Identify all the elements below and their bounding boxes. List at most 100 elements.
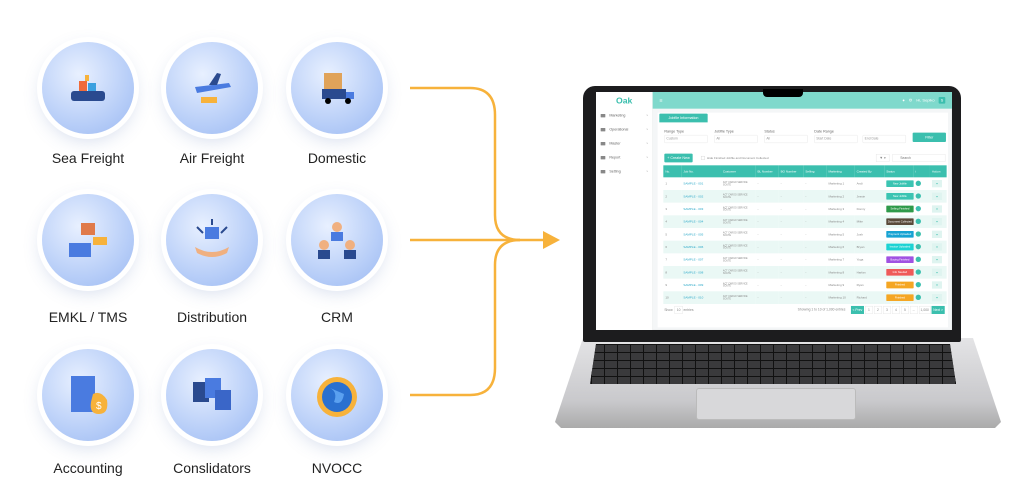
filter-button[interactable]: Filter bbox=[912, 132, 946, 142]
info-icon[interactable] bbox=[915, 281, 921, 288]
cell-bl: - bbox=[755, 189, 779, 203]
page-button[interactable]: Next > bbox=[931, 305, 945, 314]
cell-customer: ACT CARGO SERVICE SOUTE bbox=[720, 240, 756, 254]
info-icon[interactable] bbox=[915, 243, 921, 250]
action-button[interactable]: ▾ bbox=[932, 230, 943, 238]
folder-icon bbox=[600, 113, 606, 118]
create-new-button[interactable]: + Create New bbox=[664, 153, 693, 163]
service-label: Conslidators bbox=[173, 460, 251, 476]
column-header[interactable]: Job No. bbox=[681, 165, 721, 178]
svg-text:$: $ bbox=[96, 401, 102, 412]
cell-marketing: Marketing 8 bbox=[826, 265, 855, 279]
page-button[interactable]: 3 bbox=[882, 305, 891, 314]
job-link[interactable]: SAMPLE - 002 bbox=[681, 189, 721, 203]
action-button[interactable]: ▾ bbox=[932, 179, 943, 188]
column-header[interactable]: Customer bbox=[720, 165, 756, 178]
column-filter-dropdown[interactable]: ▼ ▾ bbox=[875, 153, 890, 162]
trackpad bbox=[696, 388, 856, 420]
documents-icon bbox=[193, 378, 231, 410]
action-button[interactable]: ▾ bbox=[932, 192, 943, 200]
page-size-select[interactable]: 10 bbox=[674, 305, 683, 314]
info-icon[interactable] bbox=[915, 231, 921, 237]
cell-bo: - bbox=[778, 291, 804, 304]
filter-input[interactable]: Custom bbox=[664, 134, 708, 143]
filter-input[interactable]: Start Date bbox=[814, 134, 858, 143]
filter-input[interactable]: All bbox=[764, 134, 808, 143]
action-button[interactable]: ▾ bbox=[932, 255, 943, 264]
cell-no: 3 bbox=[665, 207, 667, 211]
column-header[interactable]: Marketing bbox=[826, 165, 855, 178]
page-button[interactable]: 1,000 bbox=[918, 305, 931, 314]
action-button[interactable]: ▾ bbox=[932, 243, 943, 251]
sidebar: Oak Marketing›Operational›Master›Report›… bbox=[596, 92, 653, 330]
people-network-icon bbox=[318, 222, 356, 259]
action-button[interactable]: ▾ bbox=[932, 205, 943, 213]
info-icon[interactable] bbox=[915, 218, 921, 224]
column-header[interactable]: i bbox=[913, 165, 931, 178]
info-icon[interactable] bbox=[915, 294, 921, 300]
column-header[interactable]: Status bbox=[884, 165, 914, 178]
gear-icon[interactable]: ⚙ bbox=[908, 97, 913, 103]
job-link[interactable]: SAMPLE - 001 bbox=[683, 181, 704, 186]
notification-icon[interactable]: ● bbox=[902, 97, 905, 103]
service-label: EMKL / TMS bbox=[48, 309, 128, 325]
cell-no: 5 bbox=[665, 232, 667, 236]
page-button[interactable]: 1 bbox=[864, 305, 873, 314]
column-header[interactable]: BL Number bbox=[755, 165, 779, 178]
menu-icon[interactable]: ☰ bbox=[659, 98, 663, 103]
service-distribution: Distribution bbox=[152, 194, 272, 325]
column-header[interactable]: No. bbox=[663, 165, 682, 178]
action-button[interactable]: ▾ bbox=[932, 293, 943, 302]
page-button[interactable]: 2 bbox=[873, 305, 882, 314]
cell-selling: - bbox=[803, 215, 827, 228]
cell-customer: ACT CARGO SERVICE SOUTE bbox=[722, 282, 748, 288]
info-icon[interactable] bbox=[915, 180, 921, 186]
filter-label: Jobfile Type bbox=[714, 129, 734, 134]
avatar[interactable]: S bbox=[938, 96, 946, 104]
sidebar-item-operational[interactable]: Operational› bbox=[596, 123, 652, 137]
job-link[interactable]: SAMPLE - 008 bbox=[681, 265, 721, 279]
info-icon[interactable] bbox=[915, 205, 921, 212]
calculator-money-icon: $ bbox=[71, 376, 108, 414]
filter-field: End Date bbox=[862, 129, 906, 143]
service-label: Distribution bbox=[176, 309, 248, 325]
info-icon[interactable] bbox=[915, 256, 921, 262]
info-icon[interactable] bbox=[915, 193, 921, 199]
user-greeting[interactable]: Hi, Sepiko bbox=[916, 97, 935, 103]
job-link[interactable]: SAMPLE - 005 bbox=[683, 232, 704, 236]
column-header[interactable]: Selling bbox=[803, 165, 827, 178]
job-link[interactable]: SAMPLE - 007 bbox=[683, 257, 704, 262]
sidebar-item-report[interactable]: Report› bbox=[596, 151, 652, 165]
sidebar-item-setting[interactable]: Setting› bbox=[596, 165, 652, 179]
column-header[interactable]: BO Number bbox=[778, 165, 804, 178]
job-link[interactable]: SAMPLE - 004 bbox=[681, 215, 721, 228]
action-button[interactable]: ▾ bbox=[932, 217, 943, 226]
cell-bo: - bbox=[780, 257, 782, 262]
job-link[interactable]: SAMPLE - 009 bbox=[683, 283, 704, 287]
page-button[interactable]: ... bbox=[909, 305, 918, 314]
sidebar-item-marketing[interactable]: Marketing› bbox=[596, 109, 652, 123]
filter-input[interactable]: All bbox=[714, 134, 758, 143]
cell-selling: - bbox=[805, 207, 807, 211]
action-button[interactable]: ▾ bbox=[932, 268, 943, 276]
job-link[interactable]: SAMPLE - 010 bbox=[681, 291, 721, 304]
filter-input[interactable]: End Date bbox=[862, 134, 906, 143]
search-input[interactable] bbox=[892, 153, 946, 162]
hide-finished-checkbox[interactable] bbox=[700, 155, 705, 160]
page-button[interactable]: 4 bbox=[891, 305, 900, 314]
column-header[interactable]: Created By bbox=[854, 165, 885, 178]
table-row: 2 SAMPLE - 002 ACT CARGO SERVICE SOUTE -… bbox=[663, 189, 947, 203]
info-icon[interactable] bbox=[915, 269, 921, 275]
action-button[interactable]: ▾ bbox=[932, 281, 943, 289]
chevron-right-icon: › bbox=[646, 155, 648, 160]
job-link[interactable]: SAMPLE - 006 bbox=[681, 240, 721, 254]
cell-customer: ACT CARGO SERVICE SOUTE bbox=[722, 206, 748, 212]
column-header[interactable]: Action bbox=[930, 165, 947, 178]
job-link[interactable]: SAMPLE - 003 bbox=[683, 207, 704, 211]
page-button[interactable]: 5 bbox=[900, 305, 909, 314]
tab-jobfile-information[interactable]: Jobfile Information bbox=[659, 113, 708, 123]
page-button[interactable]: < Prev bbox=[850, 305, 864, 314]
cell-customer: ACT CARGO SERVICE SOUTE bbox=[722, 257, 748, 262]
service-circle bbox=[166, 42, 258, 134]
sidebar-item-master[interactable]: Master› bbox=[596, 137, 652, 151]
